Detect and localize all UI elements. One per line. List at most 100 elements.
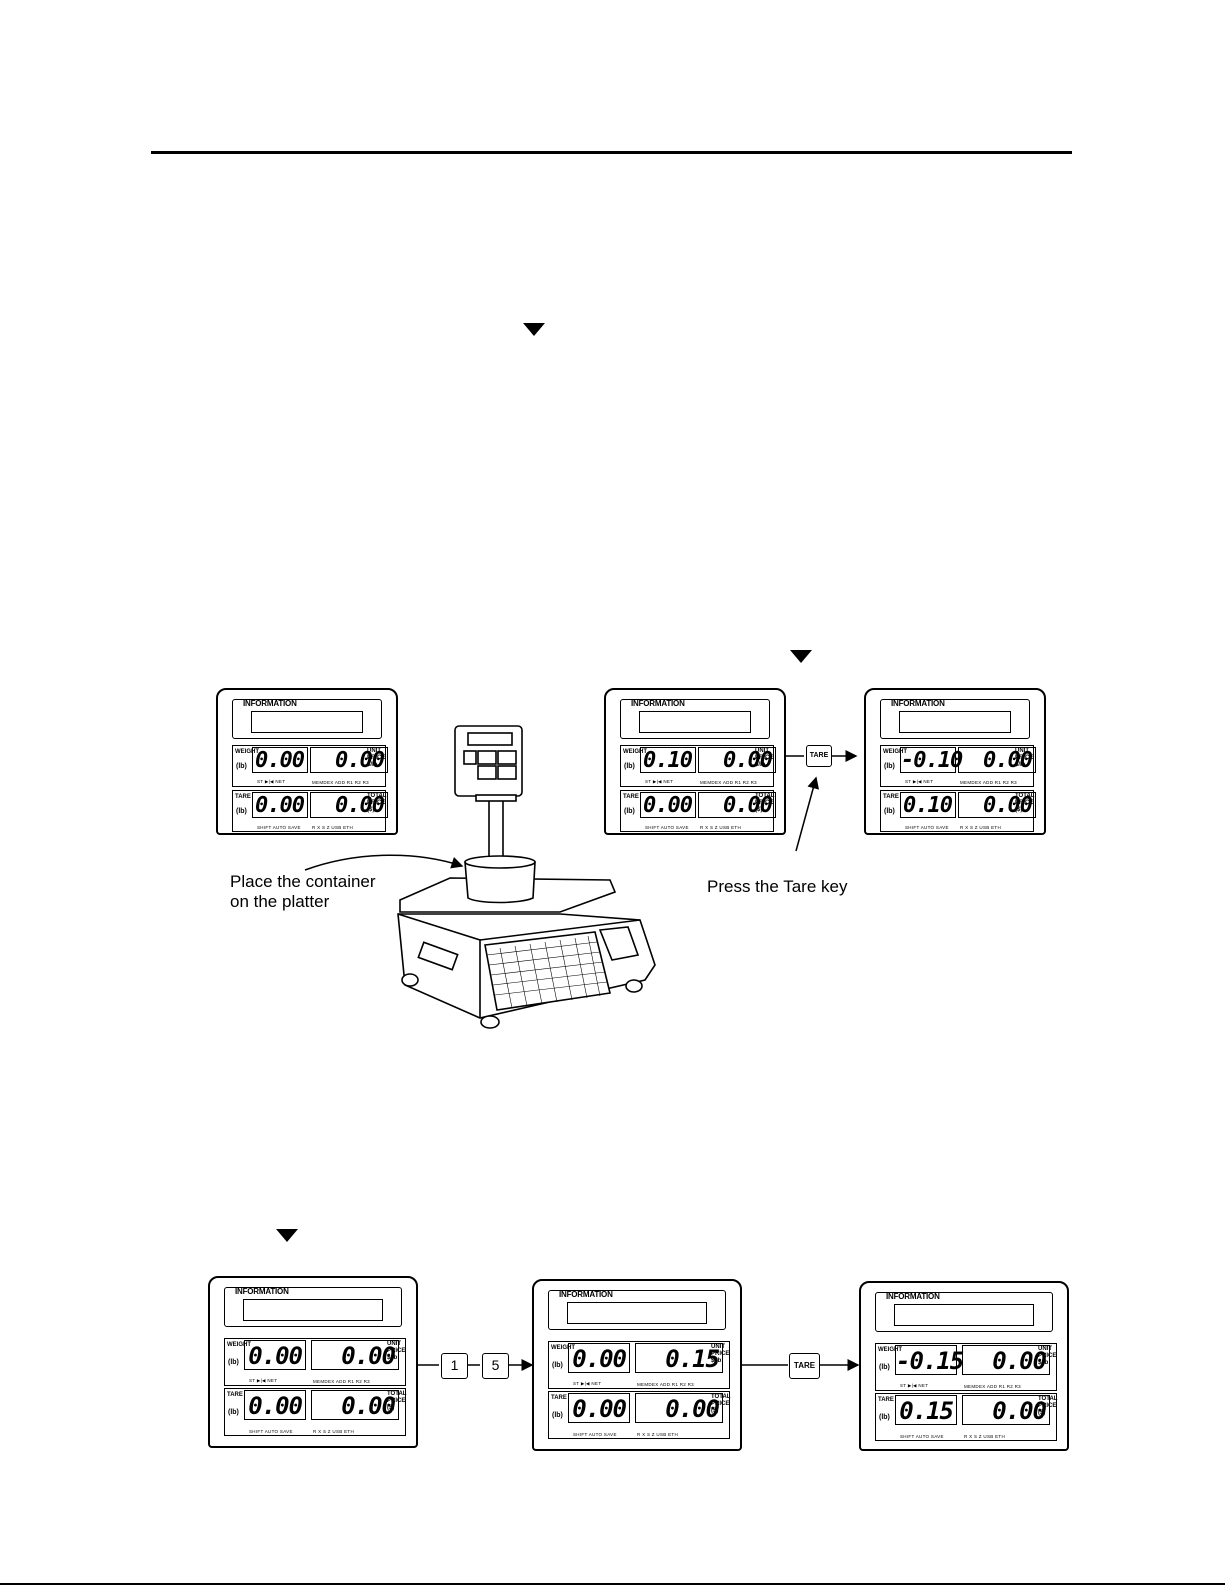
total-price-label: TOTAL PRICE ($) <box>1038 1396 1058 1417</box>
information-screen <box>899 711 1011 733</box>
information-screen <box>243 1299 383 1321</box>
weight-value: -0.15 <box>895 1345 964 1375</box>
total-price-label-text: TOTAL PRICE <box>711 1394 731 1407</box>
tare-label: TARE <box>623 794 639 800</box>
tare-value: 0.00 <box>640 792 696 818</box>
information-display: INFORMATION <box>880 699 1030 739</box>
caption-place-container: Place the container on the platter <box>230 872 376 912</box>
information-display: INFORMATION <box>232 699 382 739</box>
weight-unitprice-row: WEIGHT (lb) 0.00 0.00 ST ▶|◀ NET MEMDEX … <box>224 1338 406 1386</box>
weight-label: WEIGHT <box>551 1345 575 1351</box>
information-label: INFORMATION <box>891 699 945 708</box>
information-label: INFORMATION <box>243 699 297 708</box>
total-price-indicators: R X S Z USB ETH <box>637 1432 679 1437</box>
total-price-unit: ($) <box>1038 1410 1046 1416</box>
total-price-value: 0.00 <box>311 1390 399 1420</box>
total-price-value: 0.00 <box>698 792 776 818</box>
weight-label: WEIGHT <box>883 749 907 755</box>
unit-price-indicators: MEMDEX ADD R1 R2 R3 <box>637 1382 694 1387</box>
weight-value: 0.00 <box>244 1340 306 1370</box>
tare-indicators: SHIFT AUTO SAVE <box>645 825 689 830</box>
unit-price-unit: $/lb <box>711 1358 722 1364</box>
total-price-label-text: TOTAL PRICE <box>1038 1396 1058 1409</box>
tare-unit: (lb) <box>236 808 247 815</box>
tare-value: 0.00 <box>568 1393 630 1423</box>
weight-value: 0.10 <box>640 747 696 773</box>
unit-price-value: 0.00 <box>958 747 1036 773</box>
numeric-key-1[interactable]: 1 <box>441 1353 468 1379</box>
tare-totalprice-row: TARE (lb) 0.15 0.00 SHIFT AUTO SAVE R X … <box>875 1393 1057 1441</box>
tare-totalprice-row: TARE (lb) 0.00 0.00 SHIFT AUTO SAVE R X … <box>224 1388 406 1436</box>
unit-price-unit: $/lb <box>367 762 378 768</box>
total-price-label: TOTAL PRICE ($) <box>387 1391 406 1412</box>
weight-label: WEIGHT <box>878 1347 902 1353</box>
triangle-marker-icon <box>523 323 545 336</box>
total-price-label: TOTAL PRICE ($) <box>1015 793 1035 814</box>
tare-totalprice-row: TARE (lb) 0.00 0.00 SHIFT AUTO SAVE R X … <box>232 790 388 832</box>
total-price-unit: ($) <box>367 807 375 813</box>
unit-price-label: UNIT PRICE $/lb <box>1015 748 1033 769</box>
information-label: INFORMATION <box>559 1290 613 1299</box>
unit-price-unit: $/lb <box>1038 1360 1049 1366</box>
tare-indicators: SHIFT AUTO SAVE <box>257 825 301 830</box>
total-price-label: TOTAL PRICE ($) <box>367 793 386 814</box>
lcd-panel-preset-initial: INFORMATION WEIGHT (lb) 0.00 0.00 ST ▶|◀… <box>208 1276 418 1448</box>
total-price-indicators: R X S Z USB ETH <box>960 825 1002 830</box>
header-rule <box>151 151 1072 154</box>
tare-value: 0.10 <box>900 792 956 818</box>
tare-totalprice-row: TARE (lb) 0.00 0.00 SHIFT AUTO SAVE R X … <box>548 1391 730 1439</box>
total-price-unit: ($) <box>387 1405 395 1411</box>
weight-unitprice-row: WEIGHT (lb) 0.10 0.00 ST ▶|◀ NET MEMDEX … <box>620 745 776 787</box>
unit-price-indicators: MEMDEX ADD R1 R2 R3 <box>964 1384 1021 1389</box>
tare-label: TARE <box>235 794 251 800</box>
unit-price-label-text: UNIT PRICE <box>367 748 386 761</box>
lcd-panel-preset-entered: INFORMATION WEIGHT (lb) 0.00 0.15 ST ▶|◀… <box>532 1279 742 1451</box>
weight-value: -0.10 <box>900 747 963 773</box>
weight-indicators: ST ▶|◀ NET <box>257 779 286 784</box>
unit-price-unit: $/lb <box>387 1355 398 1361</box>
tare-label: TARE <box>878 1397 894 1403</box>
weight-unit: (lb) <box>552 1362 563 1369</box>
information-screen <box>894 1304 1034 1326</box>
tare-totalprice-row: TARE (lb) 0.00 0.00 SHIFT AUTO SAVE R X … <box>620 790 776 832</box>
total-price-indicators: R X S Z USB ETH <box>964 1434 1006 1439</box>
triangle-marker-icon <box>276 1229 298 1242</box>
weight-unit: (lb) <box>236 763 247 770</box>
triangle-marker-icon <box>790 650 812 663</box>
information-display: INFORMATION <box>224 1287 402 1327</box>
numeric-key-5[interactable]: 5 <box>482 1353 509 1379</box>
total-price-unit: ($) <box>755 807 763 813</box>
total-price-label-text: TOTAL PRICE <box>755 793 775 806</box>
tare-label: TARE <box>551 1395 567 1401</box>
unit-price-indicators: MEMDEX ADD R1 R2 R3 <box>313 1379 370 1384</box>
weight-value: 0.00 <box>568 1343 630 1373</box>
total-price-label: TOTAL PRICE ($) <box>755 793 775 814</box>
total-price-label-text: TOTAL PRICE <box>1015 793 1035 806</box>
information-screen <box>567 1302 707 1324</box>
information-display: INFORMATION <box>875 1292 1053 1332</box>
tare-unit: (lb) <box>552 1412 563 1419</box>
total-price-indicators: R X S Z USB ETH <box>700 825 742 830</box>
unit-price-value: 0.15 <box>635 1343 723 1373</box>
tare-value: 0.15 <box>895 1395 957 1425</box>
tare-indicators: SHIFT AUTO SAVE <box>573 1432 617 1437</box>
unit-price-label: UNIT PRICE $/lb <box>387 1341 405 1362</box>
tare-unit: (lb) <box>884 808 895 815</box>
unit-price-value: 0.00 <box>698 747 776 773</box>
total-price-indicators: R X S Z USB ETH <box>312 825 354 830</box>
lcd-panel-after-tare: INFORMATION WEIGHT (lb) -0.10 0.00 ST ▶|… <box>864 688 1046 835</box>
weight-indicators: ST ▶|◀ NET <box>900 1383 929 1388</box>
tare-value: 0.00 <box>244 1390 306 1420</box>
tare-key[interactable]: TARE <box>789 1353 820 1379</box>
unit-price-value: 0.00 <box>311 1340 399 1370</box>
weight-unitprice-row: WEIGHT (lb) -0.15 0.00 ST ▶|◀ NET MEMDEX… <box>875 1343 1057 1391</box>
tare-totalprice-row: TARE (lb) 0.10 0.00 SHIFT AUTO SAVE R X … <box>880 790 1036 832</box>
tare-key[interactable]: TARE <box>806 745 832 767</box>
weight-unit: (lb) <box>624 763 635 770</box>
tare-indicators: SHIFT AUTO SAVE <box>249 1429 293 1434</box>
tare-value: 0.00 <box>252 792 308 818</box>
information-label: INFORMATION <box>235 1287 289 1296</box>
unit-price-label: UNIT PRICE $/lb <box>1038 1346 1056 1367</box>
unit-price-label-text: UNIT PRICE <box>755 748 774 761</box>
weight-unit: (lb) <box>228 1359 239 1366</box>
